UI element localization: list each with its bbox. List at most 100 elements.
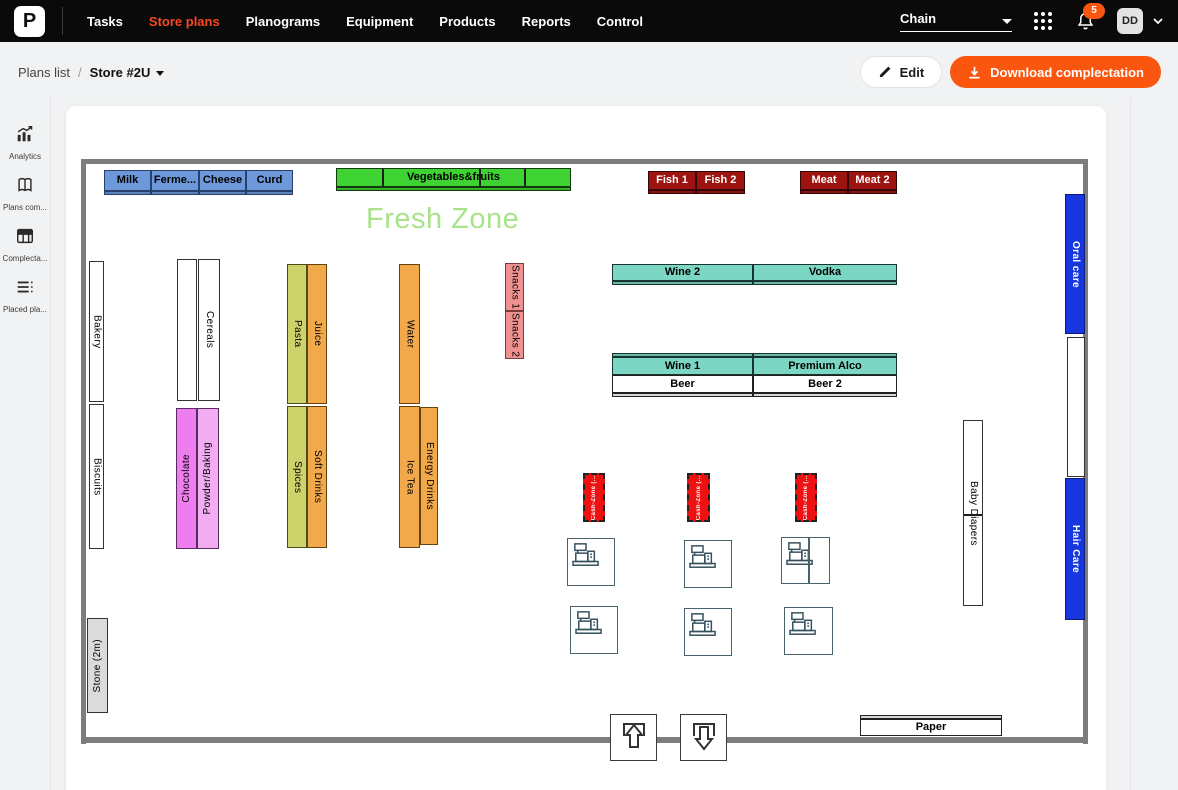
shelf-depth-strip [104,191,151,195]
chevron-down-icon [1002,19,1012,24]
sidebar-item-plans-com[interactable]: Plans com... [0,175,50,212]
cash-register[interactable] [567,538,615,586]
shelf-cereals[interactable]: Cereals [198,259,220,401]
nav-divider [62,7,63,35]
shelf-ferme[interactable]: Ferme... [151,170,199,191]
cash-register[interactable] [570,606,618,654]
shelf-label: Energy Drinks [424,442,434,510]
shelf-segment-divider [964,514,982,516]
entrance-door-up[interactable] [610,714,657,761]
store-selector-label: Store #2U [90,65,151,80]
shelf-meat[interactable]: Meat [800,171,848,190]
shelf-meat-2[interactable]: Meat 2 [848,171,897,190]
shelf-label: Fish 2 [705,175,737,186]
sidebar-item-complecta[interactable]: Complecta... [0,226,50,263]
apps-grid-icon[interactable] [1034,12,1052,30]
app-logo[interactable]: P [14,6,45,37]
download-icon [967,65,982,80]
shelf-milk[interactable]: Milk [104,170,151,191]
wall-top [81,159,1088,164]
chevron-down-icon [156,71,164,76]
shelf-ice-tea[interactable]: Ice Tea [399,406,420,548]
cash-register[interactable] [684,540,732,588]
shelf-premium-alco[interactable]: Premium Alco [753,357,897,375]
nav-item-equipment[interactable]: Equipment [346,14,413,29]
profile-chevron-icon[interactable] [1152,17,1164,25]
shelf-unlabeled[interactable] [1067,337,1085,477]
nav-item-planograms[interactable]: Planograms [246,14,320,29]
cash-zone-label: Cash-Zone (... [803,475,809,520]
shelf-beer-2[interactable]: Beer 2 [753,375,897,393]
shelf-snacks-1[interactable]: Snacks 1 [505,263,524,311]
shelf-paper[interactable]: Paper [860,719,1002,736]
cash-register[interactable] [684,608,732,656]
shelf-chocolate[interactable]: Chocolate [176,408,197,549]
shelf-fish-1[interactable]: Fish 1 [648,171,696,190]
shelf-powder-baking[interactable]: Powder/Baking [197,408,219,549]
shelf-label: Beer 2 [808,379,842,390]
sidebar-item-placed-pla[interactable]: Placed pla... [0,277,50,314]
shelf-depth-strip [860,715,1002,719]
shelf-wine-1[interactable]: Wine 1 [612,357,753,375]
cash-zone-marker[interactable]: Cash-Zone (... [795,473,817,522]
store-selector[interactable]: Store #2U [90,65,165,80]
entrance-door-down[interactable] [680,714,727,761]
shelf-snacks-2[interactable]: Snacks 2 [505,311,524,359]
shelf-label: Vodka [809,267,841,278]
nav-item-reports[interactable]: Reports [522,14,571,29]
shelf-depth-strip [800,190,848,194]
sidebar-item-label: Complecta... [3,254,48,263]
shelf-vodka[interactable]: Vodka [753,264,897,281]
shelf-energy-drinks[interactable]: Energy Drinks [420,407,438,545]
shelf-label: Paper [916,722,947,733]
cash-zone-marker[interactable]: Cash-Zone (... [687,473,710,522]
shelf-pasta[interactable]: Pasta [287,264,307,404]
shelf-label: Hair Care [1070,525,1080,573]
shelf-oral-care[interactable]: Oral care [1065,194,1085,334]
shelf-unlabeled[interactable] [177,259,197,401]
chain-select[interactable]: Chain [900,11,1012,32]
shelf-stone-2m[interactable]: Stone (2m) [87,618,108,713]
shelf-wine-2[interactable]: Wine 2 [612,264,753,281]
shelf-beer[interactable]: Beer [612,375,753,393]
arrow-down-icon [682,716,726,760]
cash-register[interactable] [784,607,833,655]
nav-item-store-plans[interactable]: Store plans [149,14,220,29]
avatar[interactable]: DD [1117,8,1143,34]
shelf-soft-drinks[interactable]: Soft Drinks [307,406,327,548]
nav-item-control[interactable]: Control [597,14,643,29]
nav-item-products[interactable]: Products [439,14,495,29]
shelf-spices[interactable]: Spices [287,406,307,548]
sidebar-item-analytics[interactable]: Analytics [0,124,50,161]
top-nav: P Tasks Store plans Planograms Equipment Pro… [0,0,1178,42]
shelf-cheese[interactable]: Cheese [199,170,246,191]
shelf-depth-strip [612,353,753,357]
notifications-bell-icon[interactable]: 5 [1076,11,1095,32]
nav-item-tasks[interactable]: Tasks [87,14,123,29]
shelf-depth-strip [336,187,571,191]
shelf-label: Snacks 1 [510,265,520,309]
shelf-label: Water [405,320,415,348]
shelf-segment-divider [524,169,526,186]
shelf-depth-strip [612,393,753,397]
shelf-baby-diapers[interactable]: Baby Diapers [963,420,983,606]
shelf-label: Wine 1 [665,361,700,372]
cash-zone-marker[interactable]: Cash-Zone (... [583,473,605,522]
breadcrumb-plans-list[interactable]: Plans list [18,65,70,80]
shelf-label: Milk [117,175,138,186]
shelf-curd[interactable]: Curd [246,170,293,191]
shelf-biscuits[interactable]: Biscuits [89,404,104,549]
shelf-fish-2[interactable]: Fish 2 [696,171,745,190]
download-complectation-button[interactable]: Download complectation [950,56,1161,88]
edit-button[interactable]: Edit [860,56,943,88]
shelf-water[interactable]: Water [399,264,420,404]
cash-register[interactable] [781,537,830,584]
shelf-hair-care[interactable]: Hair Care [1065,478,1085,620]
shelf-label: Soft Drinks [312,450,322,503]
shelf-bakery[interactable]: Bakery [89,261,104,402]
shelf-vegetables-fruits[interactable]: Vegetables&fruits [336,168,571,187]
shelf-juice[interactable]: Juice [307,264,327,404]
shelf-label: Bakery [92,315,102,349]
page-header: Plans list / Store #2U Edit Download com… [0,42,1178,102]
shelf-label: Baby Diapers [968,481,978,546]
